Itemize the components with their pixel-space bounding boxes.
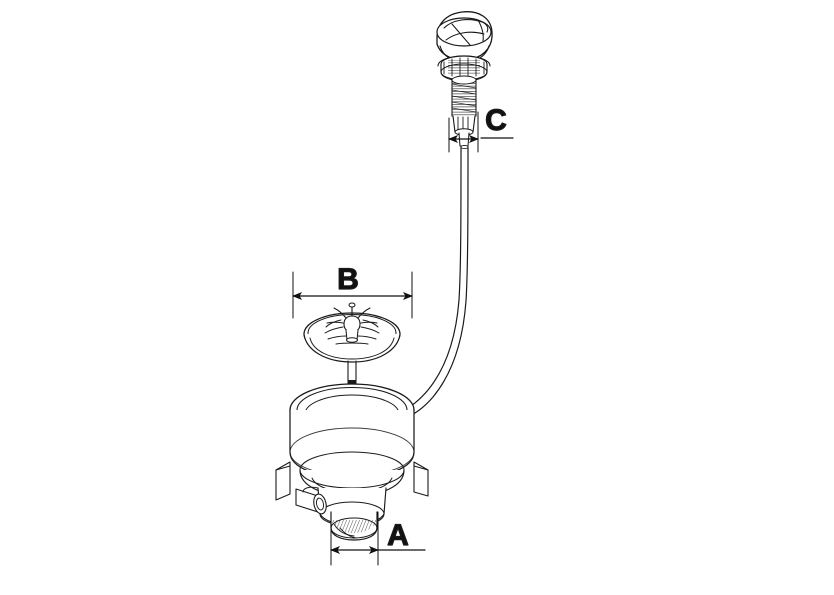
control-cable	[400, 144, 469, 420]
dimension-label-c: C	[485, 104, 507, 137]
drain-bowl	[289, 383, 415, 479]
outlet-tailpiece	[330, 511, 378, 541]
control-knob	[436, 11, 493, 63]
cable-gland	[452, 115, 476, 147]
dimension-a: A	[330, 511, 426, 566]
threaded-shank	[451, 75, 477, 117]
dimension-b: B	[292, 262, 413, 319]
dimension-c: C	[448, 103, 514, 153]
dimension-label-a: A	[387, 519, 409, 552]
dimension-label-b: B	[337, 263, 359, 296]
knurled-collar	[437, 55, 491, 82]
side-port	[295, 486, 327, 515]
strainer-basket	[303, 302, 401, 363]
